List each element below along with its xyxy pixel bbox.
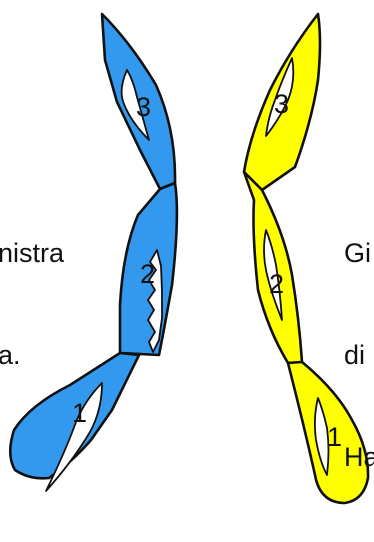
left-caption-line-1: nistra (0, 238, 65, 268)
right-caption: Gi di Ha (344, 168, 374, 542)
left-slit-2 (147, 249, 163, 353)
left-figure: 3 2 1 (8, 12, 179, 492)
right-figure: 3 2 1 (242, 12, 370, 505)
right-label-1: 1 (327, 422, 342, 452)
left-slit-1 (45, 382, 103, 492)
right-caption-line-2: di (344, 340, 366, 370)
left-caption: nistra a. (0, 168, 64, 440)
left-label-1: 1 (72, 398, 87, 428)
left-caption-line-2: a. (0, 340, 21, 370)
right-label-2: 2 (269, 269, 284, 299)
left-slit-3 (120, 69, 150, 141)
right-caption-line-1: Gi (344, 238, 371, 268)
diagram-canvas: 3 2 1 3 2 1 (8, 12, 370, 505)
right-label-3: 3 (274, 89, 289, 119)
right-slit-1 (313, 397, 330, 476)
left-label-2: 2 (140, 259, 155, 289)
right-slit-3 (265, 57, 295, 137)
right-slit-2 (263, 229, 283, 321)
left-label-3: 3 (136, 92, 151, 122)
diagram-stage: 3 2 1 3 2 1 nistra a. Gi di Ha (0, 12, 374, 505)
right-caption-line-3: Ha (344, 442, 374, 472)
